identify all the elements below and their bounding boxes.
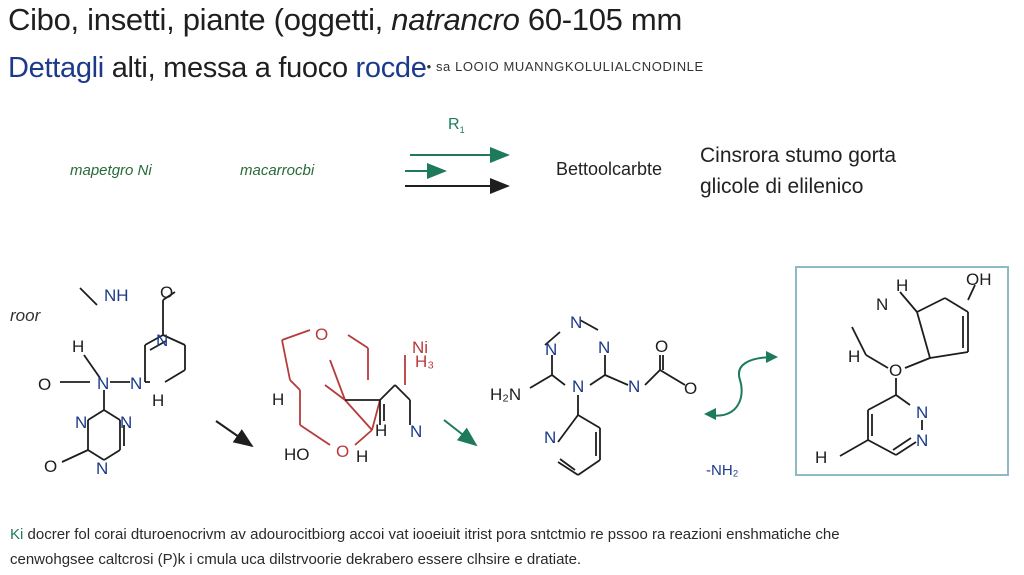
atom-o-7: O xyxy=(684,379,697,398)
atom-h-8: H xyxy=(815,448,827,467)
atom-n-15: N xyxy=(916,403,928,422)
atom-h-3: H xyxy=(272,390,284,409)
side-note-line-2: glicole di elilenico xyxy=(700,175,864,198)
step-arrow-2 xyxy=(443,419,478,447)
step-arrow-1 xyxy=(215,420,254,448)
atom-o-6: O xyxy=(655,337,668,356)
atom-o-4: O xyxy=(315,325,328,344)
atom-n-5: N xyxy=(96,459,108,478)
atom-n-16: N xyxy=(916,431,928,450)
atom-n-8: N xyxy=(570,313,582,332)
atom-h-2: H xyxy=(152,391,164,410)
atom-o-5: O xyxy=(336,442,349,461)
reagent-label: R1 xyxy=(448,116,465,136)
molecule-1 xyxy=(60,287,186,463)
atom-ho: HO xyxy=(284,445,310,464)
atom-o-1: O xyxy=(160,283,173,302)
atom-h-5: H xyxy=(356,447,368,466)
atom-o-3: O xyxy=(44,457,57,476)
atom-n-11: N xyxy=(572,377,584,396)
title-line-1: Cibo, insetti, piante (oggetti, natrancr… xyxy=(8,2,682,37)
atom-nh-1: NH xyxy=(104,286,129,305)
caption-line-1: Ki docrer fol corai dturoenocrivm av ado… xyxy=(10,526,840,543)
left-molecule-label: roor xyxy=(10,306,41,325)
atom-n-3: N xyxy=(75,413,87,432)
atom-n-4: N xyxy=(120,413,132,432)
molecule-2-atoms: O Ni H₃ H H HO O H N xyxy=(272,325,434,466)
caption-line-2: cenwohgsee caltcrosi (P)k i cmula uca di… xyxy=(10,551,582,568)
atom-h3: H₃ xyxy=(415,352,434,371)
atom-o-8: O xyxy=(889,361,902,380)
atom-n-1: N xyxy=(97,374,109,393)
atom-ni: Ni xyxy=(412,338,428,357)
atom-h-4: H xyxy=(375,421,387,440)
atom-n-10: N xyxy=(598,338,610,357)
atom-h-7: H xyxy=(848,347,860,366)
atom-n-7: N xyxy=(410,422,422,441)
atom-n-13: N xyxy=(544,428,556,447)
molecule-3 xyxy=(529,319,686,476)
molecule-1-atoms: NH O H N N H O N N N O N xyxy=(38,283,173,478)
molecule-2-core xyxy=(345,384,411,425)
atom-o-2: O xyxy=(38,375,51,394)
molecule-2 xyxy=(281,329,406,446)
atom-oh: OH xyxy=(966,270,992,289)
atom-h-1: H xyxy=(72,337,84,356)
atom-h-6: H xyxy=(896,276,908,295)
product-name: Bettoolcarbte xyxy=(556,159,663,179)
title-line-2: Dettagli alti, messa a fuoco rocde• sa L… xyxy=(8,52,704,84)
atom-n-6: N xyxy=(156,331,168,350)
atom-h2n: H₂N xyxy=(490,385,521,404)
amine-group-label: -NH₂ xyxy=(706,462,739,479)
molecule-4-atoms: OH H N H O N N H xyxy=(815,270,992,467)
molecule-3-atoms: N N N O H₂N N N O N xyxy=(490,313,697,447)
atom-n-2: N xyxy=(130,374,142,393)
equilibrium-arrow xyxy=(707,356,777,417)
atom-n-12: N xyxy=(628,377,640,396)
side-note-line-1: Cinsrora stumo gorta xyxy=(700,144,897,167)
atom-n-9: N xyxy=(545,340,557,359)
reactant-a-label: mapetgro Ni xyxy=(70,162,152,179)
highlight-box xyxy=(795,266,1009,476)
reactant-b-label: macarrocbi xyxy=(240,162,315,179)
molecule-4 xyxy=(839,284,976,457)
atom-n-14: N xyxy=(876,295,888,314)
